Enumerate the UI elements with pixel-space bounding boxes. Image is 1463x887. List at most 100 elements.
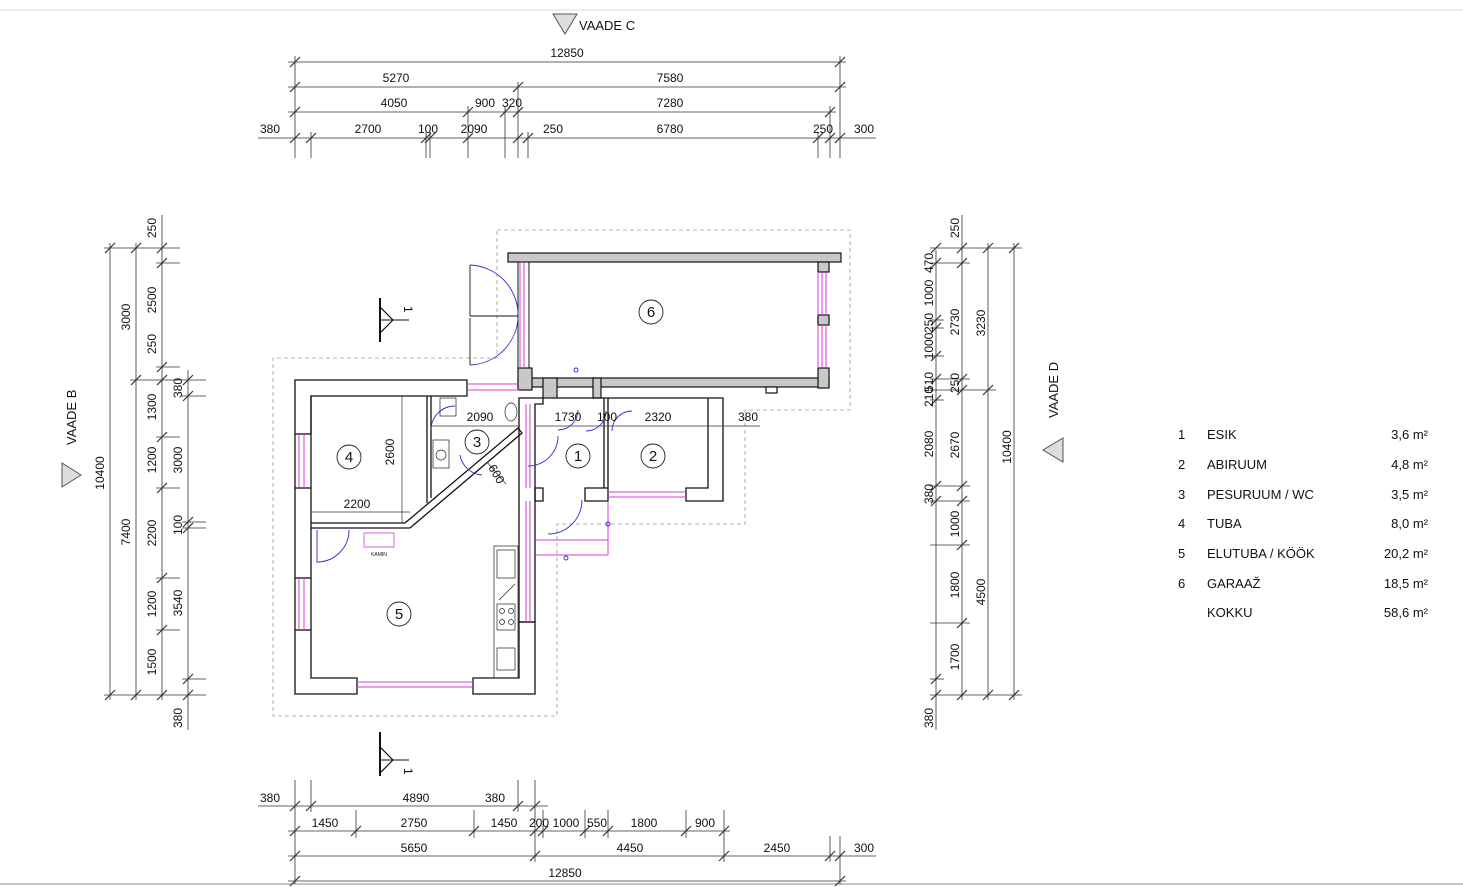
dim-label: 2730 — [948, 308, 962, 335]
dim-label: 4890 — [403, 791, 430, 805]
view-b-label: VAADE B — [64, 390, 79, 445]
dim-label: 1800 — [631, 816, 658, 830]
dim-label: 100 — [171, 515, 185, 535]
dim-label: 900 — [475, 96, 495, 110]
section-marker-top — [379, 298, 409, 342]
right-dimension-labels: 10400 3230 4500 250 2730 250 2670 1000 1… — [922, 218, 1014, 728]
dim-label: 510 — [922, 372, 936, 392]
dim-label: 5650 — [401, 841, 428, 855]
garage-walls — [507, 252, 842, 399]
left-dimensions — [104, 215, 206, 730]
room-number-1: 1 — [574, 448, 582, 465]
dim-label: 250 — [543, 122, 563, 136]
legend-room-number: 4 — [1178, 516, 1186, 532]
dim-label: 2600 — [383, 438, 397, 465]
view-marker-c: VAADE C — [552, 13, 635, 35]
roof-outline — [272, 229, 851, 717]
dim-label: 2090 — [467, 410, 494, 424]
room-number-4: 4 — [345, 449, 353, 466]
dim-label: 380 — [922, 708, 936, 728]
left-dimension-labels: 10400 3000 7400 250 2500 250 1300 1200 2… — [93, 218, 185, 728]
fireplace: KAMIN — [363, 532, 395, 558]
legend-room-name: ESIK — [1207, 427, 1237, 443]
dim-label: 4450 — [617, 841, 644, 855]
dim-label: 100 — [597, 410, 617, 424]
legend-room-name: TUBA — [1207, 516, 1242, 532]
legend-room-area: 8,0 m² — [1391, 516, 1428, 532]
legend-row: 4 TUBA 8,0 m² — [1178, 509, 1428, 539]
dim-label: 1000 — [922, 332, 936, 359]
dim-label: 1000 — [922, 279, 936, 306]
garage-double-door — [469, 264, 519, 366]
dim-label: 2320 — [645, 410, 672, 424]
legend-room-area: 3,6 m² — [1391, 427, 1428, 443]
dim-label: 5270 — [383, 71, 410, 85]
dim-label: 250 — [813, 122, 833, 136]
view-d-triangle-icon — [1042, 437, 1064, 463]
legend-row: 1 ESIK 3,6 m² — [1178, 420, 1428, 450]
dim-label: 1000 — [553, 816, 580, 830]
legend-room-area: 18,5 m² — [1383, 575, 1428, 591]
dim-label: 1200 — [145, 446, 159, 473]
section-marker-label: 1 — [401, 768, 415, 775]
fireplace-label: KAMIN — [371, 552, 387, 558]
section-marker-bottom — [379, 732, 409, 776]
legend-room-number: 1 — [1178, 427, 1186, 443]
legend-room-name: GARAAŽ — [1207, 575, 1261, 591]
legend-row: 2 ABIRUUM 4,8 m² — [1178, 450, 1428, 480]
legend-room-area: 3,5 m² — [1391, 486, 1428, 502]
dim-label: 320 — [502, 96, 522, 110]
dim-label: 1300 — [145, 393, 159, 420]
legend-room-number: 5 — [1178, 546, 1186, 562]
interior-dimension-lines — [311, 396, 760, 523]
dim-label: 380 — [260, 791, 280, 805]
dim-label: 4500 — [974, 578, 988, 605]
dim-label: 380 — [260, 122, 280, 136]
room-number-5: 5 — [395, 606, 403, 623]
room-number-3: 3 — [473, 434, 481, 451]
room-number-2: 2 — [649, 448, 657, 465]
dim-label: 600 — [485, 462, 507, 487]
garage-windows — [519, 262, 827, 368]
dim-label: 1800 — [948, 571, 962, 598]
dim-label: 7400 — [119, 518, 133, 545]
dim-label: 2200 — [145, 519, 159, 546]
bottom-dimension-labels: 380 4890 380 1450 2750 1450 200 1000 550… — [260, 791, 874, 880]
dim-label: 12850 — [550, 46, 584, 60]
dim-label: 12850 — [548, 866, 582, 880]
dim-label: 1450 — [491, 816, 518, 830]
dim-label: 2500 — [145, 286, 159, 313]
dim-label: 1730 — [555, 410, 582, 424]
dim-label: 1500 — [145, 648, 159, 675]
legend-room-area: 20,2 m² — [1383, 546, 1428, 562]
legend-room-name: ELUTUBA / KÖÖK — [1207, 546, 1315, 562]
legend-row: 6 GARAAŽ 18,5 m² — [1178, 568, 1428, 598]
house-windows — [298, 383, 686, 688]
dim-label: 1700 — [948, 643, 962, 670]
view-d-label: VAADE D — [1046, 362, 1061, 418]
dim-label: 210 — [922, 387, 936, 407]
dim-label: 10400 — [1000, 430, 1014, 464]
dim-label: 900 — [695, 816, 715, 830]
dim-label: 7580 — [657, 71, 684, 85]
bottom-dimensions — [258, 780, 876, 887]
dim-label: 470 — [922, 253, 936, 273]
kitchen-fixtures — [493, 545, 519, 679]
legend-row: 3 PESURUUM / WC 3,5 m² — [1178, 479, 1428, 509]
dim-label: 2200 — [344, 497, 371, 511]
legend-room-number: 2 — [1178, 457, 1186, 473]
legend-room-area: 4,8 m² — [1391, 457, 1428, 473]
dim-label: 4050 — [381, 96, 408, 110]
dim-label: 200 — [529, 816, 549, 830]
room-number-6: 6 — [647, 304, 655, 321]
dim-label: 3000 — [119, 303, 133, 330]
dim-label: 250 — [145, 334, 159, 354]
right-dimensions — [930, 215, 1022, 730]
view-b-triangle-icon — [61, 462, 82, 488]
dim-label: 6780 — [657, 122, 684, 136]
view-c-label: VAADE C — [579, 18, 635, 33]
dim-label: 380 — [922, 484, 936, 504]
legend-total-area: 58,6 m² — [1383, 605, 1428, 621]
view-marker-d: VAADE D — [1042, 362, 1064, 463]
